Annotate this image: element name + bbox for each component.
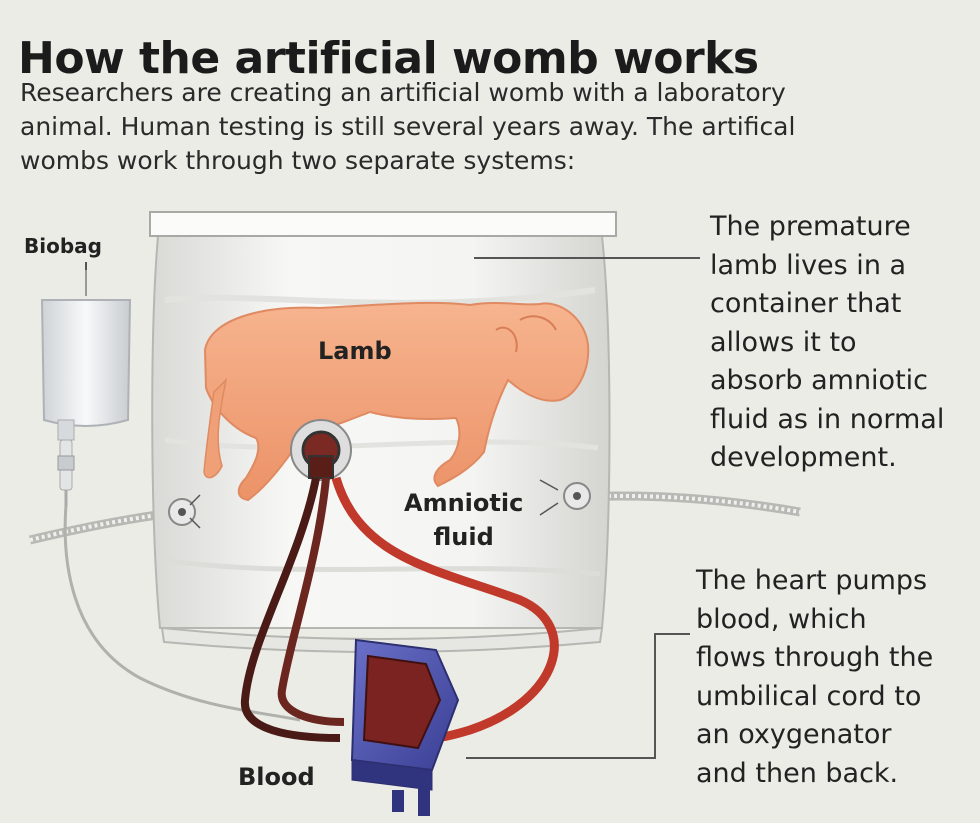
intro-line: animal. Human testing is still several y… (20, 112, 796, 141)
lamb-label: Lamb (318, 337, 392, 365)
lamb-illustration (203, 301, 590, 502)
umbilical-port (290, 419, 352, 481)
callout-line: umbilical cord to (696, 680, 922, 712)
callout-line: lamb lives in a (710, 249, 907, 281)
amniotic-label-line: Amniotic (404, 489, 524, 517)
callout-heart: The heart pumps blood, which flows throu… (696, 562, 933, 793)
leader-line-heart (466, 633, 690, 759)
blood-label: Blood (238, 763, 315, 791)
intro-line: wombs work through two separate systems: (20, 146, 576, 175)
biobag-iv-bag (40, 270, 132, 506)
blood-tube-dark-1 (240, 477, 341, 742)
callout-line: an oxygenator (696, 719, 892, 750)
womb-container (149, 211, 617, 653)
callout-line: absorb amniotic (710, 365, 929, 396)
callout-line: flows through the (696, 642, 934, 673)
amniotic-label-line: fluid (433, 523, 494, 551)
intro-line: Researchers are creating an artificial w… (20, 78, 786, 107)
callout-line: fluid as in normal (710, 403, 945, 435)
oxygenator-pump (350, 638, 460, 816)
callout-line: The premature (710, 211, 911, 242)
fluid-flow-arrows (189, 479, 559, 529)
intro-text: Researchers are creating an artificial w… (20, 76, 920, 178)
callout-line: The heart pumps (696, 565, 928, 596)
fluid-port-right (563, 482, 591, 510)
iv-line (63, 504, 301, 722)
callout-line: container that (710, 288, 902, 319)
blood-tube-dark-2 (277, 477, 345, 726)
callout-line: allows it to (710, 326, 857, 358)
callout-line: development. (710, 442, 897, 473)
biobag-label: Biobag (24, 234, 102, 258)
amniotic-fluid-label: Amniotic fluid (404, 486, 523, 554)
callout-line: blood, which (696, 603, 867, 635)
page-title: How the artificial womb works (18, 33, 759, 85)
callout-container: The premature lamb lives in a container … (710, 208, 944, 478)
callout-line: and then back. (696, 757, 899, 789)
blood-tube-red (331, 476, 559, 743)
fluid-port-left (168, 498, 196, 526)
